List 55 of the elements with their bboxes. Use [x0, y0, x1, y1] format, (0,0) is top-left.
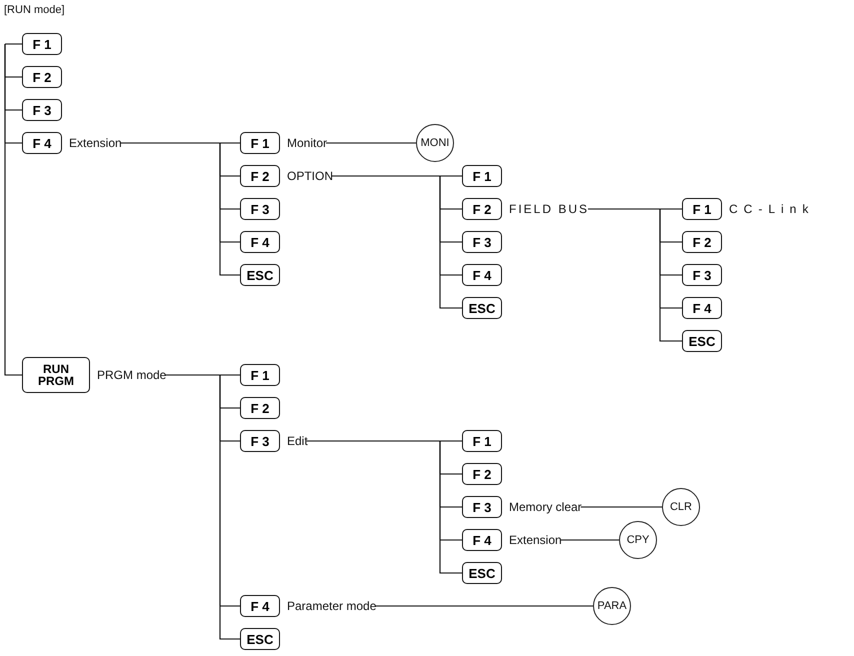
keypad-key: F 3	[682, 264, 722, 286]
key-caption: Extension	[69, 136, 122, 150]
key-caption: Parameter mode	[287, 599, 376, 613]
keypad-key: F 4	[22, 132, 62, 154]
mode-circle: CLR	[662, 488, 700, 526]
keypad-key: F 3	[240, 198, 280, 220]
keypad-key: F 1	[240, 132, 280, 154]
keypad-key: RUN PRGM	[22, 357, 90, 393]
keypad-key: F 4	[462, 264, 502, 286]
connector-line	[375, 605, 593, 607]
key-caption: Monitor	[287, 136, 328, 150]
key-caption: Memory clear	[509, 500, 582, 514]
keypad-key: F 1	[22, 33, 62, 55]
keypad-key: F 1	[682, 198, 722, 220]
connector-line	[4, 44, 22, 376]
keypad-key: ESC	[462, 562, 502, 584]
keypad-key: F 2	[22, 66, 62, 88]
connector-line	[306, 440, 462, 574]
connector-line	[580, 506, 662, 508]
mode-circle: PARA	[593, 587, 631, 625]
connector-line	[560, 539, 619, 541]
connector-line	[332, 175, 462, 309]
key-caption: PRGM mode	[97, 368, 166, 382]
keypad-key: F 4	[240, 595, 280, 617]
keypad-key: F 3	[240, 430, 280, 452]
keypad-key: F 4	[240, 231, 280, 253]
keypad-key: F 4	[462, 529, 502, 551]
keypad-key: ESC	[240, 264, 280, 286]
keypad-key: ESC	[462, 297, 502, 319]
mode-circle: MONI	[416, 124, 454, 162]
keypad-key: F 2	[240, 397, 280, 419]
mode-circle: CPY	[619, 521, 657, 559]
keypad-key: F 2	[462, 198, 502, 220]
connector-line	[326, 142, 416, 144]
connector-line	[588, 208, 682, 342]
key-caption: Extension	[509, 533, 562, 547]
connector-line	[120, 142, 240, 276]
keypad-key: F 4	[682, 297, 722, 319]
keypad-key: F 1	[462, 430, 502, 452]
keypad-key: F 2	[462, 463, 502, 485]
keypad-key: F 3	[22, 99, 62, 121]
key-caption: Edit	[287, 434, 308, 448]
key-caption: FIELD BUS	[509, 202, 590, 216]
keypad-key: F 2	[240, 165, 280, 187]
connector-line	[4, 43, 22, 45]
keypad-key: F 3	[462, 496, 502, 518]
keypad-key: F 1	[462, 165, 502, 187]
mode-heading: [RUN mode]	[4, 4, 65, 16]
keypad-key: F 2	[682, 231, 722, 253]
keypad-key: F 3	[462, 231, 502, 253]
key-caption: OPTION	[287, 169, 334, 183]
key-caption: CC-Link	[729, 202, 814, 216]
keypad-key: ESC	[682, 330, 722, 352]
keypad-key: F 1	[240, 364, 280, 386]
keypad-key: ESC	[240, 628, 280, 650]
